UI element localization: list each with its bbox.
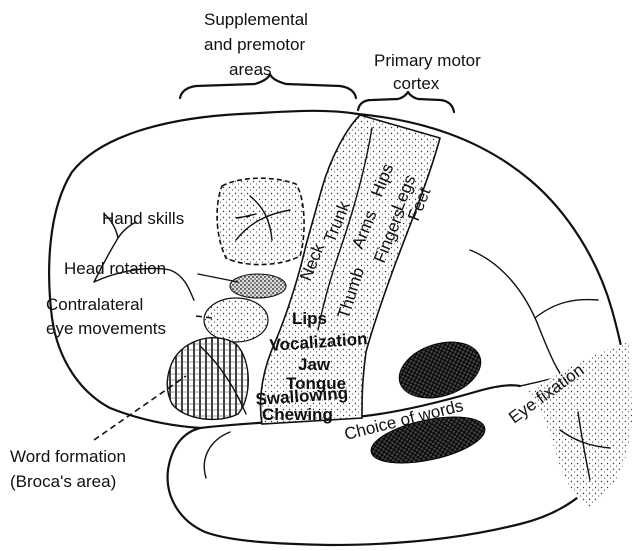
supplemental-line1: Supplemental <box>204 10 308 29</box>
head-rotation-area <box>230 274 286 298</box>
supplemental-premotor-label: Supplemental and premotor areas <box>204 10 308 79</box>
supplemental-line3: areas <box>229 60 272 79</box>
word-formation-label-line1: Word formation <box>10 447 126 466</box>
label-chewing: Chewing <box>262 405 333 424</box>
word-formation-label-line2: (Broca's area) <box>10 472 116 491</box>
broca-area <box>167 338 248 420</box>
contralateral-label-line1: Contralateral <box>46 295 143 314</box>
primary-motor-label: Primary motor cortex <box>374 51 481 93</box>
hand-skills-area <box>217 178 304 264</box>
primary-line2: cortex <box>393 74 440 93</box>
head-rotation-label: Head rotation <box>64 259 166 278</box>
parietal-branch <box>535 300 598 318</box>
supplemental-bracket <box>180 74 356 98</box>
label-lips: Lips <box>292 309 327 328</box>
label-jaw: Jaw <box>298 355 331 374</box>
choice-of-words-upper-area <box>392 332 488 407</box>
head-rotation-leader <box>198 274 238 282</box>
temporal-lobe-inner-line <box>204 432 230 478</box>
hand-skills-label: Hand skills <box>102 209 184 228</box>
supplemental-line2: and premotor <box>204 35 305 54</box>
eye-movements-area <box>204 298 268 342</box>
primary-motor-bracket <box>358 92 454 112</box>
primary-line1: Primary motor <box>374 51 481 70</box>
contralateral-label-line2: eye movements <box>46 319 166 338</box>
